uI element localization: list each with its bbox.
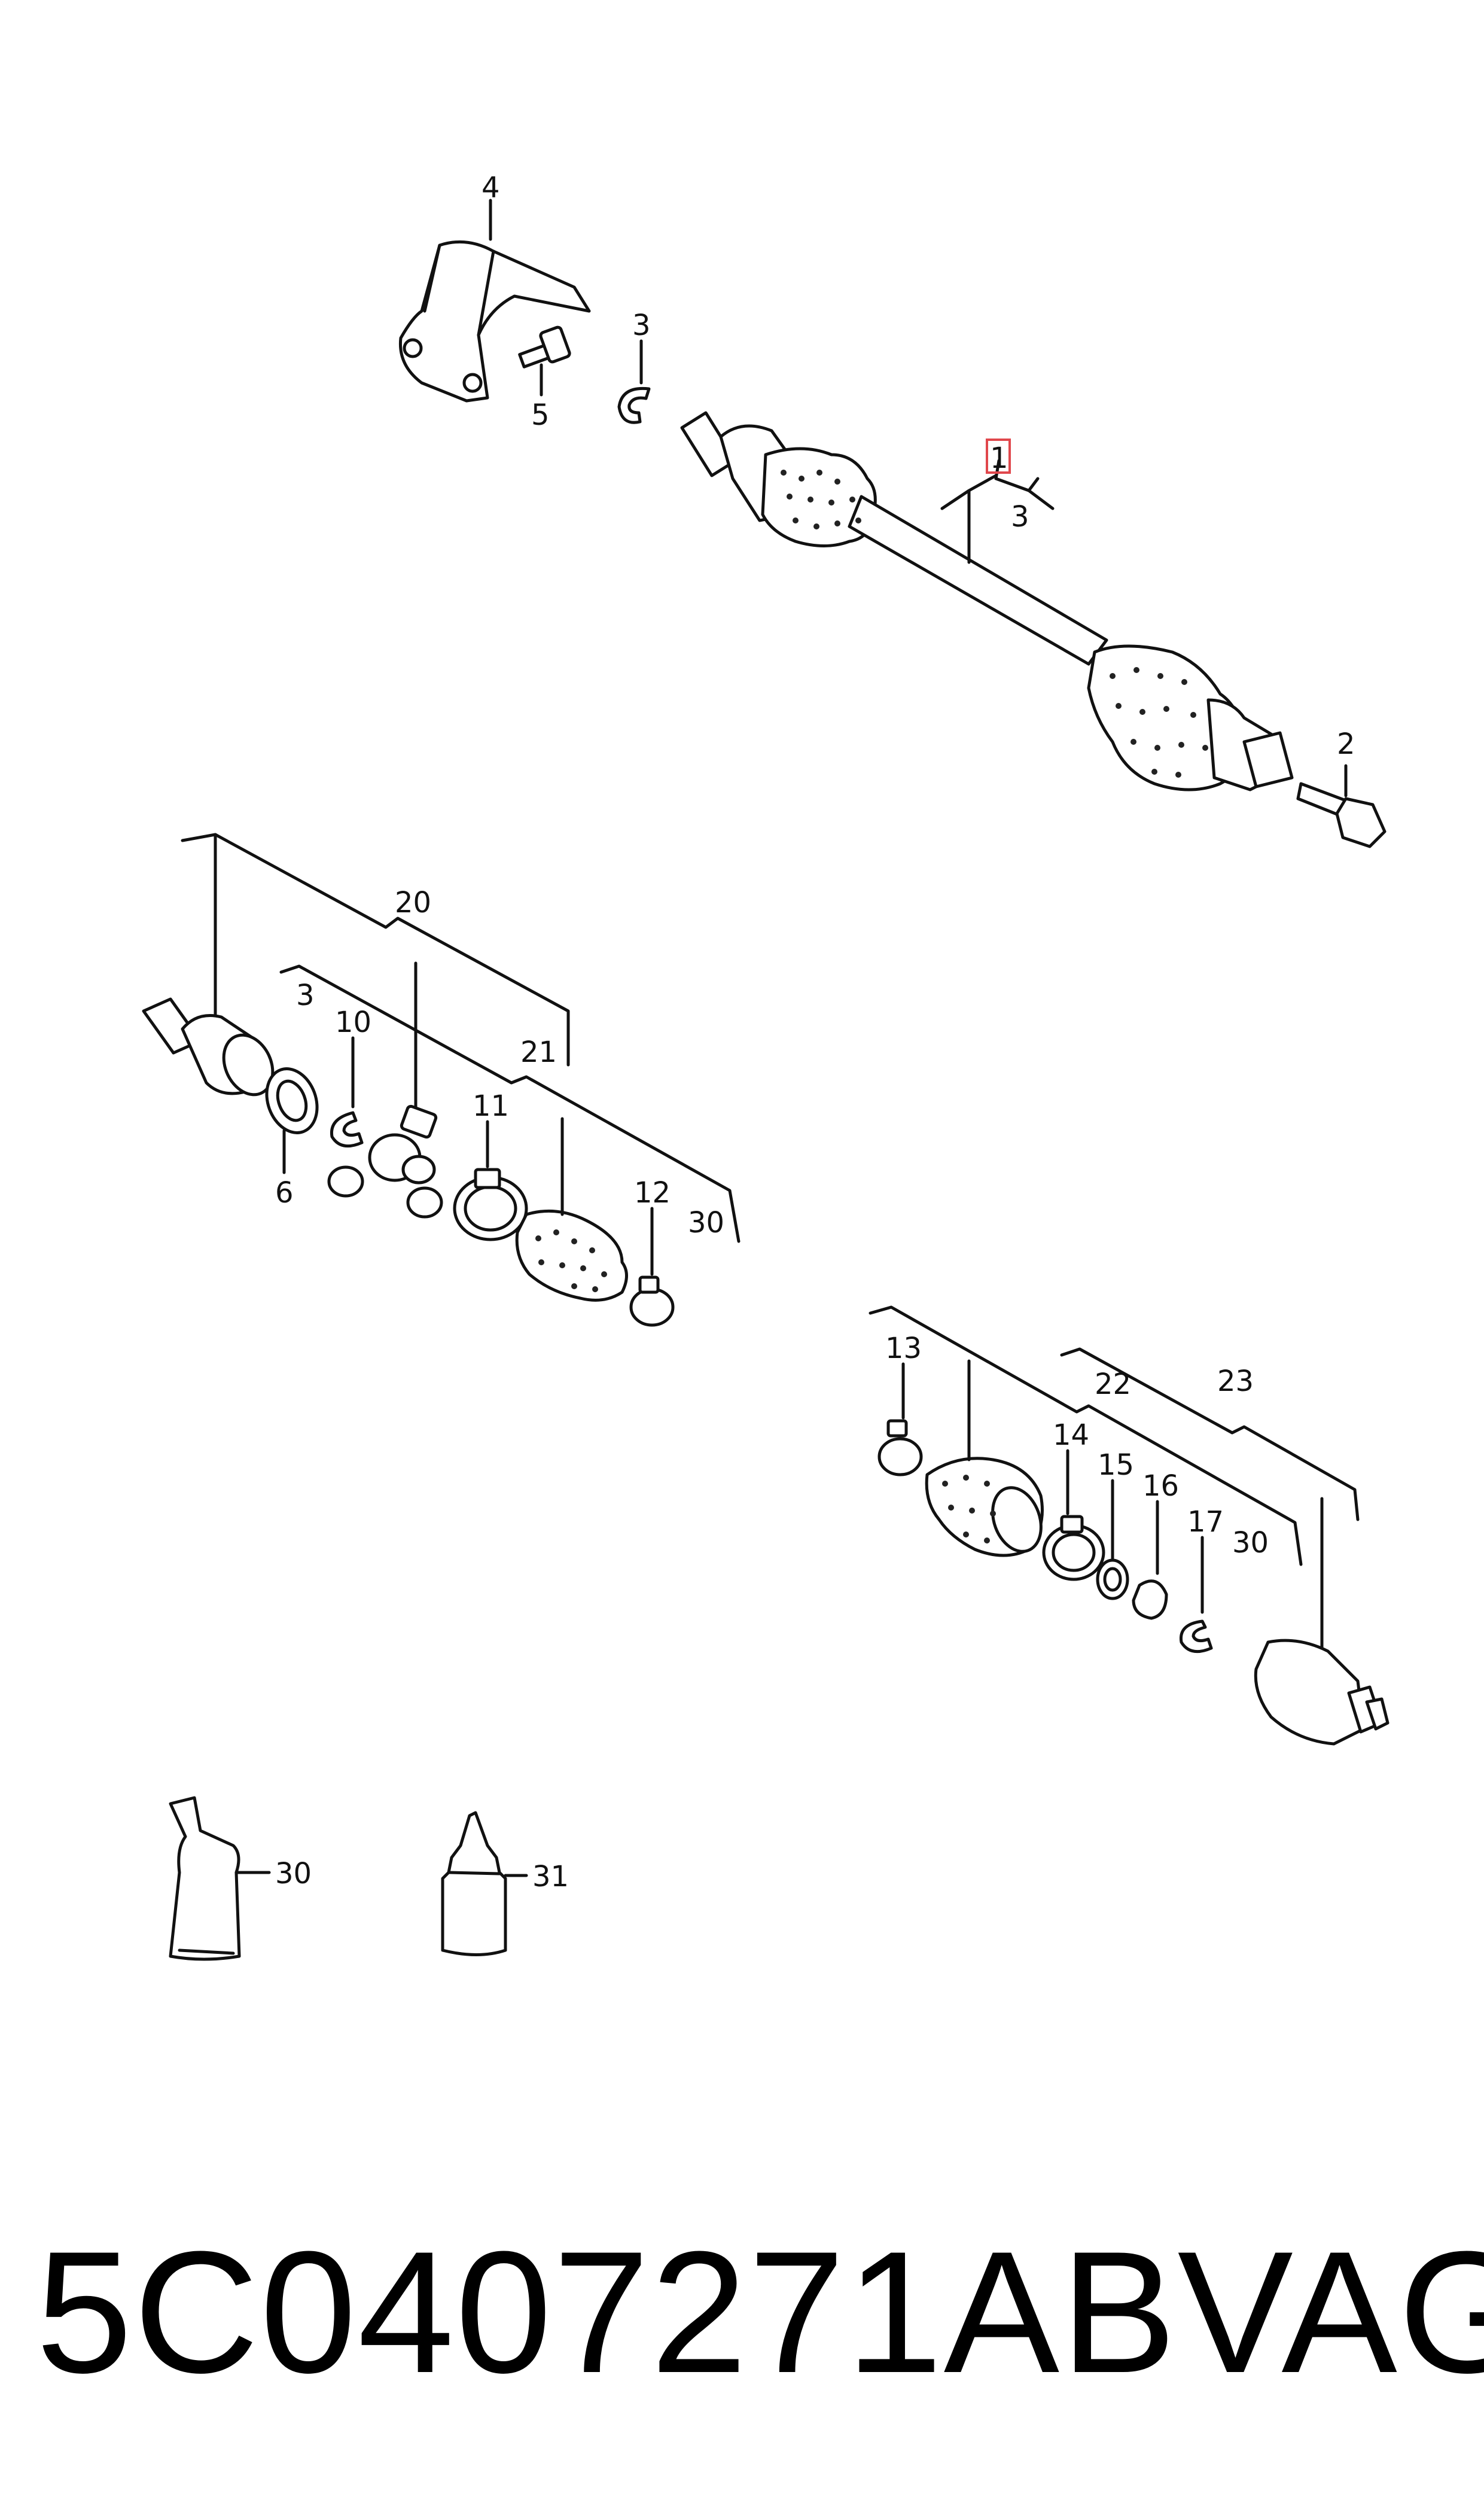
boot-dots — [781, 470, 1208, 778]
callout-31: 31 — [532, 1860, 569, 1893]
brand-name: VAG — [1177, 2215, 1484, 2409]
callout-21: 21 — [520, 1036, 557, 1069]
heat-shield-part[interactable] — [398, 240, 591, 403]
callout-3-shaft: 3 — [1011, 500, 1029, 534]
highlight-box — [986, 439, 1011, 474]
callout-4: 4 — [482, 171, 500, 205]
callout-15: 15 — [1098, 1448, 1134, 1482]
callout-13: 13 — [885, 1332, 922, 1365]
callout-6: 6 — [275, 1176, 294, 1210]
circlip-17-part[interactable] — [1179, 1619, 1213, 1654]
gasket-plate-part[interactable] — [258, 1062, 326, 1140]
roller-right-part[interactable] — [406, 1186, 443, 1219]
thrust-piece-16-part[interactable] — [1132, 1579, 1168, 1620]
circlip-top-part[interactable] — [617, 386, 651, 424]
grease-tube-part[interactable] — [169, 1796, 241, 1961]
boot-inner-part[interactable] — [515, 1209, 628, 1302]
callout-30-grease: 30 — [275, 1857, 312, 1890]
bolt-2-part[interactable] — [1296, 782, 1387, 848]
callout-14: 14 — [1053, 1418, 1089, 1452]
boot-outer-part[interactable] — [925, 1457, 1049, 1558]
callout-30-kit-a: 30 — [688, 1206, 724, 1240]
callout-5: 5 — [531, 398, 550, 432]
callout-17: 17 — [1187, 1505, 1224, 1539]
callout-23: 23 — [1217, 1365, 1254, 1398]
clamp-13-part[interactable] — [877, 1419, 923, 1476]
inner-joint-housing-part[interactable] — [142, 997, 282, 1103]
callout-11: 11 — [473, 1089, 509, 1123]
bolt-5-part[interactable] — [518, 325, 571, 369]
clamp-11-part[interactable] — [453, 1168, 528, 1241]
callout-16: 16 — [1142, 1469, 1179, 1503]
caption-bar: 5C0407271AB VAG — [36, 2215, 1484, 2409]
callout-12: 12 — [634, 1176, 671, 1210]
clamp-12-part[interactable] — [629, 1275, 675, 1327]
callout-2: 2 — [1337, 727, 1355, 761]
callout-3-top: 3 — [632, 309, 651, 342]
ring-15-part[interactable] — [1096, 1558, 1129, 1600]
circlip-10-part[interactable] — [330, 1111, 364, 1148]
callout-10: 10 — [335, 1006, 371, 1039]
roller-left-part[interactable] — [327, 1165, 364, 1198]
clamp-14-part[interactable] — [1042, 1515, 1105, 1581]
callout-20: 20 — [395, 886, 431, 919]
callout-30-kit-b: 30 — [1232, 1526, 1269, 1560]
callout-3-kit: 3 — [296, 979, 315, 1012]
drive-shaft-assembly[interactable] — [680, 411, 1294, 791]
bottle-part[interactable] — [441, 1811, 507, 1956]
outer-joint-part[interactable] — [1254, 1639, 1389, 1746]
tripod-spider-part[interactable] — [368, 1104, 438, 1185]
part-number: 5C0407271AB — [36, 2215, 1178, 2409]
callout-1: 1 — [990, 442, 1008, 475]
